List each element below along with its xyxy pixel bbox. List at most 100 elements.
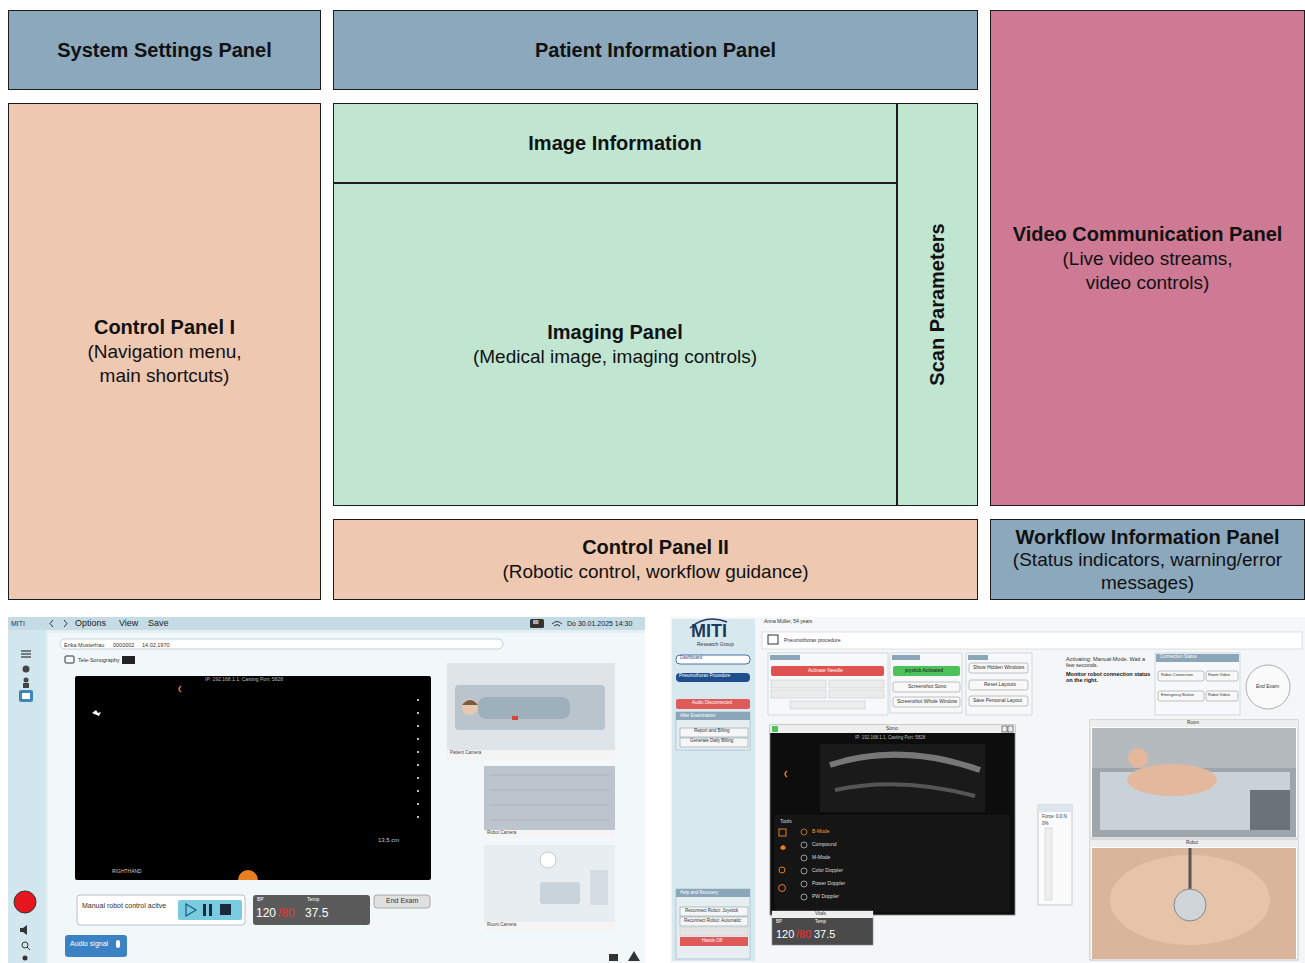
- ui-label: /80: [278, 907, 295, 920]
- ui-label: Erika Musterfrau: [64, 642, 104, 648]
- ui-screenshot-right: [680, 907, 748, 916]
- settings-panel: System Settings Panel: [8, 10, 321, 90]
- video-frame: [1092, 848, 1296, 959]
- ui-label: IP: 192.168.1.1, Casting Port: 5828: [205, 677, 283, 683]
- ui-screenshot-right: [768, 653, 888, 715]
- ui-screenshot-right: [672, 619, 755, 961]
- control-widgets: [609, 954, 618, 961]
- panel-title: Scan Parameters: [925, 223, 950, 385]
- ui-screenshot-left: [21, 656, 31, 657]
- ultrasound-image: [417, 751, 419, 753]
- ui-screenshot-right: [1158, 671, 1204, 681]
- ui-screenshot-right: [968, 655, 988, 660]
- panel-title: Video Communication Panel: [1013, 222, 1283, 247]
- ui-label: End Exam: [386, 897, 418, 905]
- camera-photo: [447, 663, 615, 760]
- ui-label: Force: 0.0 N: [1042, 815, 1067, 820]
- ui-screenshot-left: [50, 620, 53, 627]
- ultrasound-image: [417, 699, 419, 701]
- ui-label: 0000002: [113, 642, 134, 648]
- ui-label: Audio Disconnected: [692, 701, 732, 706]
- video-frame: [1128, 748, 1148, 768]
- image-info-panel: Image Information: [333, 103, 897, 183]
- ui-label: PW Doppler: [812, 894, 839, 900]
- ui-label: IP: 192.168.1.1, Casting Port: 5828: [855, 736, 925, 741]
- ui-label: Reconnect Robot: Joystick: [685, 909, 738, 914]
- ui-label: Patient Camera: [450, 751, 481, 756]
- ui-label: Screenshot Sono: [908, 684, 946, 690]
- ui-screenshot-right: [680, 728, 748, 737]
- ui-screenshot-left: [8, 617, 645, 630]
- ultrasound-window: [801, 894, 807, 900]
- ui-screenshot-right: [676, 712, 750, 750]
- camera-photo: [447, 663, 615, 930]
- ui-screenshot-right: [676, 889, 750, 959]
- camera-photo: [455, 685, 605, 730]
- ui-screenshot-left: [530, 619, 544, 628]
- ultrasound-image: [417, 777, 419, 779]
- ultrasound-window: [772, 911, 873, 945]
- ui-label: Vitals: [815, 912, 826, 917]
- control-widgets: [178, 900, 242, 920]
- control-widgets: [14, 891, 640, 961]
- ui-screenshot-right: [670, 617, 1305, 963]
- control-widgets: [20, 925, 27, 935]
- ui-label: View: [119, 619, 138, 629]
- ui-screenshot-right: [680, 917, 748, 926]
- ultrasound-window: [772, 726, 778, 732]
- ui-label: /80: [796, 928, 811, 940]
- camera-photo: [540, 852, 556, 868]
- ui-label: Dashboard: [680, 656, 702, 661]
- ui-label: Connection Status: [1160, 655, 1197, 660]
- control-panel: Control Panel I(Navigation menu, main sh…: [8, 103, 321, 600]
- camera-photo: [462, 700, 478, 705]
- control-widgets: [27, 947, 30, 950]
- ultrasound-window: [801, 881, 807, 887]
- ultrasound-window: [770, 725, 1015, 915]
- ui-label: Compound: [812, 842, 836, 848]
- ultrasound-image: [417, 725, 419, 727]
- ui-label: Save Personal Layout: [973, 698, 1022, 704]
- camera-photo: [490, 775, 610, 820]
- imaging-panel: Imaging Panel(Medical image, imaging con…: [333, 183, 897, 506]
- ui-label: Tools: [780, 819, 792, 825]
- ui-screenshot-right: [969, 663, 1028, 673]
- video-frame: [1174, 889, 1206, 921]
- ultrasound-window: [785, 771, 787, 777]
- ui-screenshot-right: [1246, 665, 1290, 709]
- panel-description: (Status indicators, warning/error messag…: [1010, 549, 1285, 595]
- camera-photo: [484, 766, 615, 838]
- panel-description: (Navigation menu, main shortcuts): [65, 340, 265, 388]
- ui-screenshot-right: [966, 653, 1032, 715]
- control-widgets: [209, 904, 212, 916]
- ui-screenshot-right: [676, 699, 750, 709]
- ui-label: Anna Müller, 54 years: [764, 619, 812, 625]
- ui-label: BP: [257, 897, 264, 903]
- ui-screenshot-right: [1158, 691, 1204, 701]
- ultrasound-window: [820, 744, 985, 812]
- ui-label: Show Hidden Windows: [973, 665, 1024, 671]
- panel-title: Workflow Information Panel: [1015, 525, 1279, 549]
- ui-screenshot-left: [554, 625, 560, 627]
- ui-label: Report and Billing: [694, 729, 730, 734]
- ui-screenshot-left: [64, 620, 67, 627]
- ultrasound-image: [92, 710, 101, 716]
- ui-label: B-Mode: [812, 829, 830, 835]
- ui-screenshot-left: [8, 617, 645, 963]
- ui-screenshot-left: [19, 690, 33, 702]
- ultrasound-window: [780, 845, 786, 850]
- ui-label: BP: [776, 920, 782, 925]
- ui-screenshot-right: [1155, 653, 1240, 715]
- camera-photo: [484, 922, 615, 930]
- camera-photo: [512, 716, 518, 720]
- ui-label: Pneumothorax procedure: [784, 638, 840, 644]
- control-widgets: [203, 904, 206, 916]
- camera-photo: [462, 699, 478, 715]
- ui-screenshot-right: [893, 666, 960, 676]
- ultrasound-image: [238, 870, 258, 880]
- ultrasound-window: [830, 755, 980, 770]
- ultrasound-image: [75, 676, 431, 880]
- ui-label: Reconnect Robot: Automatic: [684, 919, 741, 924]
- control-widgets: [14, 891, 36, 913]
